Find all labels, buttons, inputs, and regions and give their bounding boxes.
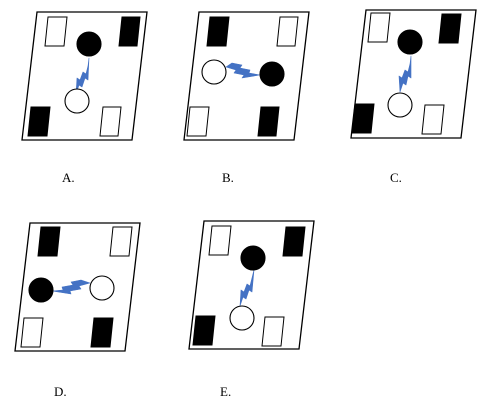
option-b: B.: [183, 11, 310, 185]
option-e-circle-top: [240, 245, 266, 271]
option-d-zigzag: [51, 279, 91, 295]
option-b-square-bottom-right: [257, 106, 280, 137]
option-b-circle-right: [259, 61, 285, 87]
option-c-label: C.: [390, 170, 402, 185]
option-a: A.: [21, 11, 148, 185]
option-a-circle-bottom: [64, 88, 90, 114]
option-b-square-bottom-left: [186, 106, 210, 137]
option-c-square-bottom-right: [421, 104, 445, 135]
option-c-zigzag: [398, 55, 412, 93]
option-e-label: E.: [220, 384, 231, 399]
option-e-square-bottom-right: [261, 316, 285, 347]
option-e-circle-bottom: [229, 305, 255, 331]
option-a-square-bottom-right: [99, 106, 122, 137]
option-d-label: D.: [54, 384, 67, 399]
option-d-circle-left: [28, 277, 54, 303]
option-d-circle-right: [89, 275, 115, 301]
option-b-square-top-left: [206, 16, 230, 47]
option-a-square-top-left: [44, 16, 68, 47]
option-b-zigzag: [225, 62, 261, 79]
option-a-zigzag: [75, 57, 90, 95]
option-d-square-bottom-left: [20, 317, 44, 348]
option-b-square-top-right: [276, 16, 299, 47]
option-c-square-top-left: [367, 12, 391, 43]
option-d: D.: [14, 222, 141, 399]
option-d-square-bottom-right: [90, 317, 114, 348]
option-a-label: A.: [62, 170, 75, 185]
option-c: C.: [350, 9, 477, 185]
option-c-circle-bottom: [387, 92, 413, 118]
option-e-zigzag: [239, 269, 255, 307]
option-c-circle-top: [397, 29, 423, 55]
option-a-square-bottom-left: [27, 106, 51, 137]
option-a-circle-top: [76, 31, 102, 57]
option-b-label: B.: [222, 170, 234, 185]
option-e: E.: [188, 220, 315, 399]
option-a-square-top-right: [118, 16, 141, 47]
option-e-square-bottom-left: [192, 315, 216, 346]
option-d-square-top-left: [37, 226, 61, 257]
option-b-circle-left: [201, 59, 227, 85]
option-c-square-top-right: [438, 13, 462, 44]
option-c-square-bottom-left: [351, 103, 375, 134]
option-d-square-top-right: [109, 226, 133, 257]
option-e-square-top-left: [208, 225, 232, 256]
option-e-square-top-right: [282, 226, 306, 257]
